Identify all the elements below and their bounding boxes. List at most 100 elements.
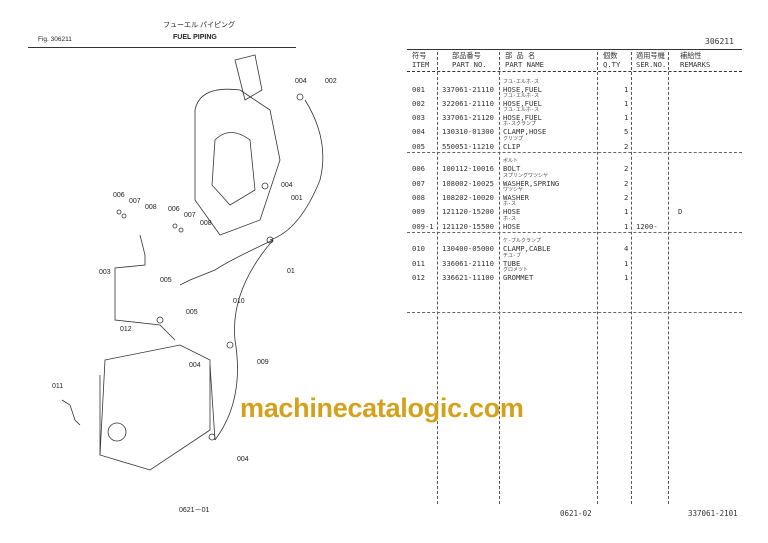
part-name-kana: ホ-ス (503, 216, 517, 222)
column-header: PART NAME (505, 60, 544, 69)
cell-part-no: 550051-11210 (442, 142, 494, 151)
cell-qty: 1 (624, 222, 629, 231)
fuel-hose-branch (179, 239, 274, 286)
right-page-number: 0621-02 (560, 509, 592, 518)
part-name-kana: ワツシヤ (503, 187, 524, 193)
cell-part-no: 322061-21110 (442, 99, 494, 108)
cell-remarks: D (678, 207, 683, 216)
column-header-jp: 部 品 名 (505, 51, 536, 60)
callout: 004 (295, 78, 307, 85)
group-separator (407, 312, 742, 313)
fuel-tank-edge (99, 364, 216, 455)
cell-qty: 4 (624, 244, 629, 253)
callout: 008 (145, 204, 157, 211)
group-separator (407, 232, 742, 233)
engine-block (194, 88, 281, 236)
column-header-jp: 符号 (412, 51, 427, 60)
cell-name: GROMMET (503, 273, 534, 282)
cell-qty: 2 (624, 164, 629, 173)
engine-fan-part (234, 54, 263, 101)
table-top-rule (407, 49, 742, 50)
cell-part-no: 336061-21110 (442, 259, 494, 268)
cell-part-no: 121120-15500 (442, 222, 494, 231)
callout: 011 (52, 383, 64, 390)
cell-item: 012 (412, 273, 425, 282)
title-jp: フューエル パイピング (163, 22, 235, 29)
cell-qty: 1 (624, 207, 629, 216)
callout: 008 (200, 220, 212, 227)
part-name-kana: ホ-スクランプ (503, 121, 536, 127)
cell-item: 008 (412, 193, 425, 202)
cell-item: 010 (412, 244, 425, 253)
watermark: machinecatalogic.com (240, 393, 524, 423)
cell-name: WASHER,SPRING (503, 179, 560, 188)
cell-name: TUBE (503, 259, 521, 268)
callout: 010 (233, 298, 245, 305)
cell-name: CLAMP,HOSE (503, 127, 547, 136)
callout: 006 (168, 206, 180, 213)
cell-name: CLIP (503, 142, 521, 151)
fig-number-right: 306211 (705, 37, 734, 46)
column-divider (499, 52, 500, 504)
callout: 007 (129, 198, 141, 205)
callout: 005 (186, 309, 198, 316)
cell-item: 002 (412, 99, 425, 108)
column-divider (437, 52, 438, 504)
cell-item: 011 (412, 259, 425, 268)
part-name-kana: チユ-ブ (503, 253, 522, 259)
cell-qty: 2 (624, 142, 629, 151)
part-name-kana: ホ-ス (503, 201, 517, 207)
cell-qty: 2 (624, 193, 629, 202)
column-header: SER.NO. (636, 60, 667, 69)
cell-name: WASHER (503, 193, 529, 202)
part-name-kana: ケ-ブルクランプ (503, 238, 541, 244)
column-header-jp: 部品番号 (452, 51, 481, 60)
column-divider (631, 52, 632, 504)
callout: 002 (325, 78, 337, 85)
reference-number: 337061-2101 (688, 509, 738, 518)
callout: 004 (281, 182, 293, 189)
cell-item: 001 (412, 85, 425, 94)
column-header: ITEM (412, 60, 430, 69)
column-header-jp: 補給性 (680, 51, 702, 60)
part-name-kana: フユ-エルホ-ス (503, 107, 540, 113)
callout: 006 (113, 192, 125, 199)
cell-name: HOSE (503, 222, 521, 231)
cell-ser: 1200- (636, 222, 658, 231)
callout: 003 (99, 269, 111, 276)
cell-name: HOSE (503, 207, 521, 216)
cell-qty: 1 (624, 113, 629, 122)
callout: 01 (287, 268, 295, 275)
cell-part-no: 108202-10020 (442, 193, 494, 202)
callout: 007 (184, 212, 196, 219)
callout: 012 (120, 326, 132, 333)
cell-part-no: 100112-10016 (442, 164, 494, 173)
cell-item: 007 (412, 179, 425, 188)
cell-part-no: 130310-01300 (442, 127, 494, 136)
cell-item: 009-1 (412, 222, 434, 231)
callout: 009 (257, 359, 269, 366)
cell-item: 004 (412, 127, 425, 136)
part-name-kana: スプリングワツシヤ (503, 173, 549, 179)
cell-item: 006 (412, 164, 425, 173)
cell-item: 003 (412, 113, 425, 122)
cell-part-no: 121120-15200 (442, 207, 494, 216)
cell-part-no: 108002-10025 (442, 179, 494, 188)
cell-name: HOSE,FUEL (503, 85, 542, 94)
column-divider (597, 52, 598, 504)
cell-qty: 1 (624, 85, 629, 94)
cell-item: 005 (412, 142, 425, 151)
cell-qty: 2 (624, 179, 629, 188)
group-separator (407, 152, 742, 153)
cell-part-no: 337061-21120 (442, 113, 494, 122)
part-name-kana: フユ-エルホ-ス (503, 93, 540, 99)
tank-drain (107, 422, 127, 442)
part-name-kana: グロメツト (503, 267, 529, 273)
header-rule (407, 71, 742, 72)
tube-011 (61, 399, 81, 426)
column-header: REMARKS (680, 60, 711, 69)
cell-part-no: 130400-05000 (442, 244, 494, 253)
callout: 004 (189, 362, 201, 369)
cell-name: HOSE,FUEL (503, 113, 542, 122)
parts-diagram (61, 54, 324, 471)
